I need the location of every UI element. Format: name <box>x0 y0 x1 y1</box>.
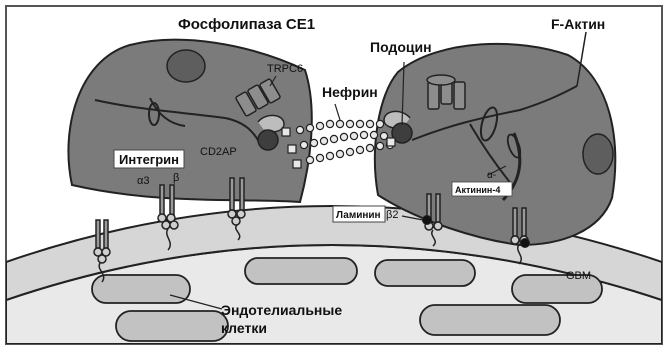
label-f-actin: F-Актин <box>551 16 605 32</box>
endo-cap <box>375 260 475 286</box>
right-nucleus <box>583 134 613 174</box>
endo-cap <box>245 258 357 284</box>
label-cd2ap: CD2AP <box>200 146 237 158</box>
label-beta2: β2 <box>386 209 398 221</box>
label-actinin4: Актинин-4 <box>455 185 500 195</box>
endo-cap <box>92 275 190 303</box>
left-nucleus <box>167 50 205 82</box>
endo-cap <box>420 305 560 335</box>
label-integrin: Интегрин <box>119 152 179 167</box>
label-phospholipase: Фосфолипаза СЕ1 <box>178 16 315 33</box>
label-endothelial-1: Эндотелиальные <box>221 302 342 318</box>
label-trpc6: TRPC6 <box>267 63 303 75</box>
label-alpha-prefix: α- <box>487 170 496 181</box>
label-gbm: GBM <box>566 270 591 282</box>
label-laminin: Ламинин <box>336 210 381 221</box>
cd2ap-dot-left <box>258 130 278 150</box>
endo-cap <box>116 311 228 341</box>
label-beta: β <box>173 172 179 184</box>
label-endothelial-2: клетки <box>221 320 267 336</box>
label-alpha3: α3 <box>137 175 149 187</box>
label-nephrin: Нефрин <box>322 84 378 100</box>
label-podocyte: Подоцин <box>370 39 432 55</box>
